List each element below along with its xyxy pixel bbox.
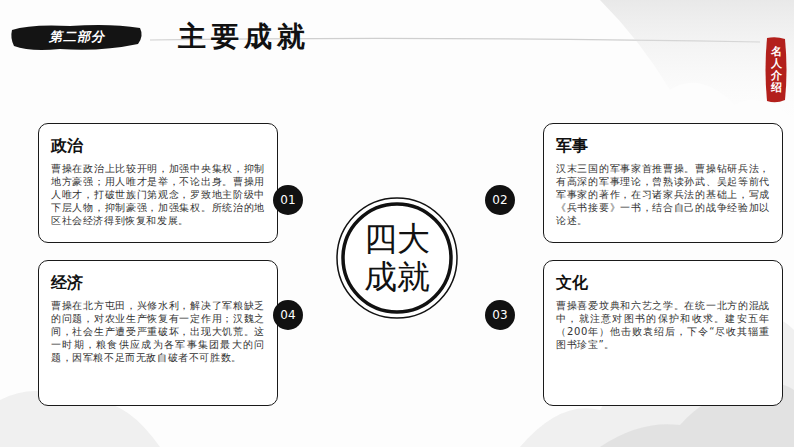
box-heading: 经济 (51, 273, 265, 293)
achievement-box: 经济曹操在北方屯田，兴修水利，解决了军粮缺乏的问题，对农业生产恢复有一定作用；汉… (38, 260, 278, 406)
box-body: 汉末三国的军事家首推曹操。曹操钻研兵法，有高深的军事理论，曾熟读孙武、吴起等前代… (556, 162, 770, 227)
callout-number: 02 (492, 193, 507, 207)
box-heading: 军事 (556, 136, 770, 156)
achievement-box: 政治曹操在政治上比较开明，加强中央集权，抑制地方豪强；用人唯才是举，不论出身。曹… (38, 123, 278, 243)
callout-number: 04 (280, 308, 295, 322)
callout-number: 01 (280, 193, 295, 207)
center-label: 四大 成就 (359, 220, 435, 296)
section-banner: 第二部分 (10, 22, 144, 52)
callout-number: 01 (273, 185, 303, 215)
box-body: 曹操在政治上比较开明，加强中央集权，抑制地方豪强；用人唯才是举，不论出身。曹操用… (51, 162, 265, 227)
callout-number: 03 (485, 300, 515, 330)
mountain (600, 0, 794, 120)
box-body: 曹操在北方屯田，兴修水利，解决了军粮缺乏的问题，对农业生产恢复有一定作用；汉魏之… (51, 299, 265, 364)
red-seal: 名人介绍 (764, 36, 788, 104)
slide-title: 主要成就 (178, 18, 310, 56)
callout-number: 04 (273, 300, 303, 330)
box-heading: 政治 (51, 136, 265, 156)
callout-number: 03 (492, 308, 507, 322)
achievement-box: 文化曹操喜爱坟典和六艺之学。在统一北方的混战中，就注意对图书的保护和收求。建安五… (543, 260, 783, 406)
callout-number: 02 (485, 185, 515, 215)
box-heading: 文化 (556, 273, 770, 293)
section-label: 第二部分 (49, 28, 105, 46)
center-circle: 四大 成就 (335, 196, 459, 320)
achievement-box: 军事汉末三国的军事家首推曹操。曹操钻研兵法，有高深的军事理论，曾熟读孙武、吴起等… (543, 123, 783, 243)
box-body: 曹操喜爱坟典和六艺之学。在统一北方的混战中，就注意对图书的保护和收求。建安五年（… (556, 299, 770, 351)
seal-text: 名人介绍 (771, 46, 782, 94)
